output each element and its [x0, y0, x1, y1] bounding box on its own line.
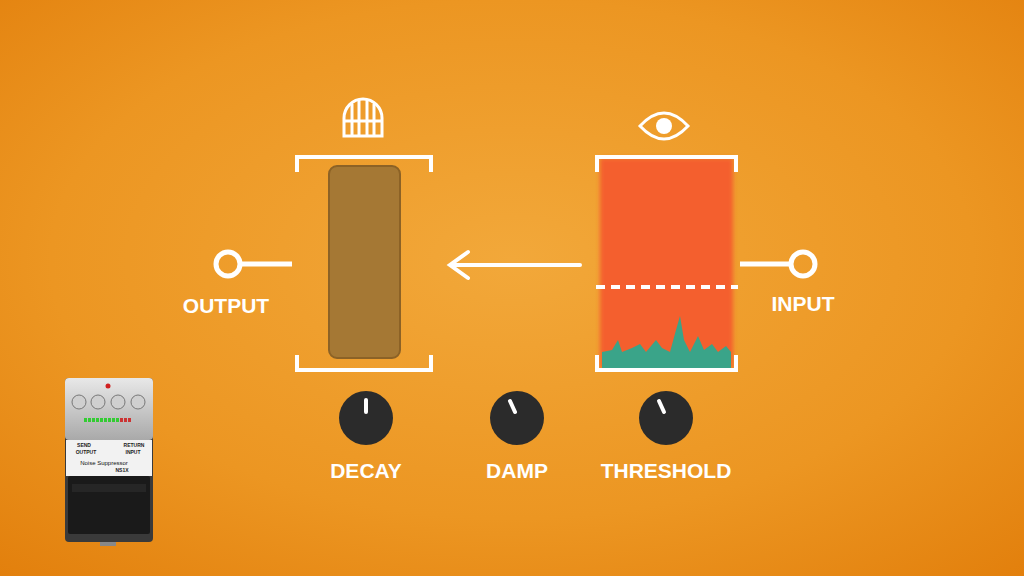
- threshold-knob: [639, 391, 693, 445]
- meter-led: [124, 418, 127, 422]
- pedal-name: Noise Suppressor: [80, 460, 128, 466]
- meter-led: [116, 418, 119, 422]
- meter-led: [96, 418, 99, 422]
- pedal-illustration: [65, 378, 153, 546]
- output-terminal: [216, 252, 292, 276]
- meter-led: [108, 418, 111, 422]
- jack-label: SEND: [77, 443, 91, 448]
- model-name: NS1X: [115, 468, 128, 473]
- jack-label: INPUT: [126, 450, 141, 455]
- meter-led: [112, 418, 115, 422]
- signal-arrow: [450, 252, 580, 278]
- output-label: OUTPUT: [183, 295, 269, 316]
- damp-knob: [490, 391, 544, 445]
- decay-knob: [339, 391, 393, 445]
- meter-led: [84, 418, 87, 422]
- meter-led: [88, 418, 91, 422]
- meter-led: [120, 418, 123, 422]
- gate-icon: [344, 99, 382, 136]
- meter-led: [100, 418, 103, 422]
- input-terminal: [740, 252, 815, 276]
- meter-led: [92, 418, 95, 422]
- gate-block: [297, 157, 431, 370]
- meter-led: [104, 418, 107, 422]
- eye-icon: [640, 113, 688, 139]
- jack-label: RETURN: [124, 443, 145, 448]
- knob-label: THRESHOLD: [601, 460, 732, 481]
- jack-label: OUTPUT: [76, 450, 97, 455]
- meter-led: [128, 418, 131, 422]
- knob-label: DAMP: [486, 460, 548, 481]
- input-label: INPUT: [772, 293, 835, 314]
- knob-label: DECAY: [330, 460, 402, 481]
- detector-block: [596, 157, 738, 370]
